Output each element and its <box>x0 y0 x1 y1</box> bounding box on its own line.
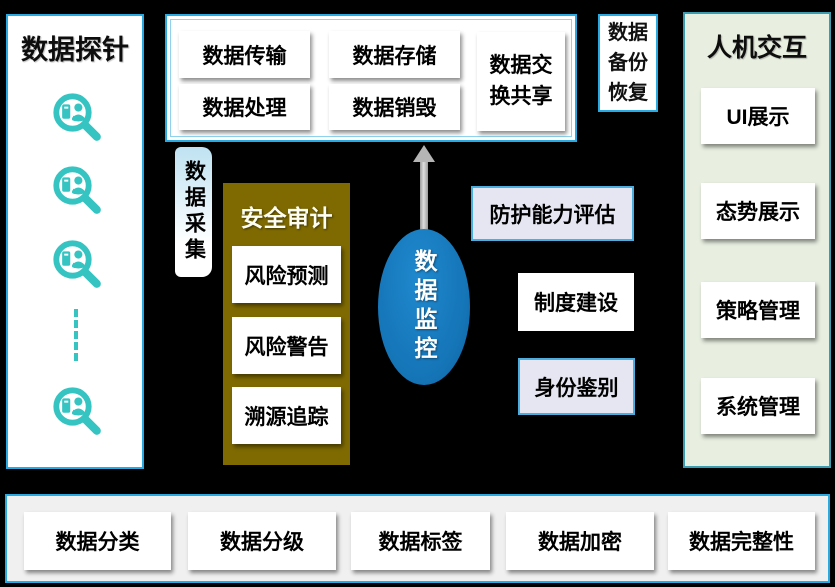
magnifier-inspect-icon <box>53 240 101 288</box>
hmi-item-policy-management: 策略管理 <box>701 282 815 338</box>
magnifier-inspect-icon <box>53 387 101 435</box>
up-arrow-head-icon <box>413 145 435 162</box>
hmi-item-situation-display: 态势展示 <box>701 183 815 239</box>
hmi-panel: 人机交互 UI展示 态势展示 策略管理 系统管理 <box>683 12 831 468</box>
capability-item-encryption: 数据加密 <box>506 512 654 570</box>
lifecycle-item-processing: 数据处理 <box>179 84 310 130</box>
up-arrow-connector <box>420 161 428 230</box>
data-probe-title: 数据探针 <box>21 35 129 65</box>
security-audit-group: 安全审计 风险预测 风险警告 溯源追踪 <box>223 183 350 465</box>
protection-evaluation-box: 防护能力评估 <box>471 186 634 241</box>
capability-item-integrity: 数据完整性 <box>668 512 815 570</box>
hmi-item-system-management: 系统管理 <box>701 378 815 434</box>
lifecycle-item-destruction: 数据销毁 <box>329 84 460 130</box>
capability-item-labeling: 数据标签 <box>351 512 490 570</box>
institution-building-box: 制度建设 <box>518 273 634 331</box>
probe-dashed-connector <box>74 309 78 361</box>
hmi-item-ui-display: UI展示 <box>701 88 815 144</box>
magnifier-inspect-icon <box>53 166 101 214</box>
hmi-panel-title: 人机交互 <box>706 34 807 62</box>
magnifier-inspect-icon <box>53 93 101 141</box>
lifecycle-item-exchange-sharing: 数据交换共享 <box>477 32 565 131</box>
data-collection-tab: 数据采集 <box>175 147 212 277</box>
audit-item-risk-prediction: 风险预测 <box>232 246 341 303</box>
data-monitoring-ellipse: 数据监控 <box>378 229 470 385</box>
lifecycle-item-transmission: 数据传输 <box>179 31 310 78</box>
identity-authentication-box: 身份鉴别 <box>518 358 635 415</box>
audit-item-risk-warning: 风险警告 <box>232 317 341 374</box>
data-probe-panel: 数据探针 <box>6 14 144 469</box>
audit-item-trace-tracking: 溯源追踪 <box>232 387 341 444</box>
capability-item-classification: 数据分类 <box>24 512 171 570</box>
capability-item-grading: 数据分级 <box>188 512 336 570</box>
lifecycle-item-storage: 数据存储 <box>329 31 460 78</box>
backup-recovery-box: 数据备份恢复 <box>598 14 658 112</box>
security-audit-title: 安全审计 <box>240 205 333 231</box>
data-capability-bar: 数据分类 数据分级 数据标签 数据加密 数据完整性 <box>5 494 830 583</box>
data-lifecycle-group: 数据传输 数据存储 数据处理 数据销毁 数据交换共享 <box>165 14 577 142</box>
